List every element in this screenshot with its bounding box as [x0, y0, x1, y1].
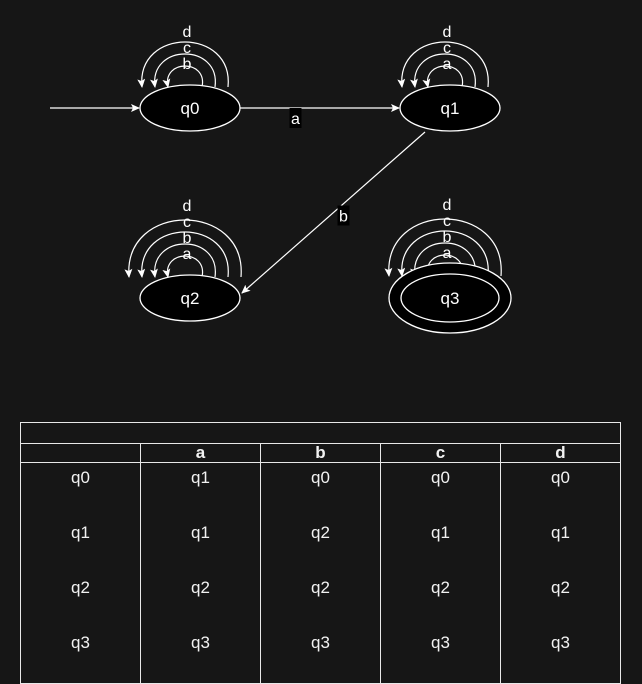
- self-loop-label: b: [183, 230, 192, 247]
- state-label: q3: [441, 289, 460, 308]
- self-loop-arrow: [384, 218, 502, 277]
- table-cell: q2: [380, 573, 501, 628]
- transition-table: a b c d q0 q1 q0 q0 q0 q1 q1 q2 q1 q1 q2…: [20, 422, 621, 684]
- state-node: [139, 274, 241, 322]
- table-row: q1 q1 q2 q1 q1: [20, 518, 621, 573]
- table-cell: q1: [500, 518, 621, 573]
- table-cell: q3: [20, 628, 141, 684]
- edges-layer: [50, 104, 426, 294]
- self-loop-arrow: [422, 65, 464, 88]
- state-q3: q3: [388, 262, 512, 334]
- self-loop-label: c: [183, 40, 191, 57]
- table-cell: q0: [260, 462, 381, 518]
- self-loop-label: c: [443, 40, 451, 57]
- table-cell: q0: [380, 462, 501, 518]
- table-title: [20, 422, 621, 444]
- self-loop-arrow: [124, 219, 242, 278]
- self-loop-arrow: [149, 243, 216, 278]
- self-loop-arrow: [397, 41, 489, 88]
- state-node: [139, 84, 241, 132]
- table-cell: q1: [140, 462, 261, 518]
- self-loop-label: a: [443, 245, 452, 262]
- table-cell: q2: [260, 518, 381, 573]
- table-cell: q2: [260, 573, 381, 628]
- state-q0: q0: [139, 84, 241, 132]
- table-cell: q1: [20, 518, 141, 573]
- self-loop-arrow: [409, 53, 476, 88]
- table-cell: q0: [20, 462, 141, 518]
- table-row: q0 q1 q0 q0 q0: [20, 462, 621, 518]
- self-loop-arrow: [137, 231, 229, 278]
- table-cell: q3: [260, 628, 381, 684]
- column-header-c: c: [380, 443, 501, 463]
- self-loop-arrow: [397, 230, 489, 277]
- table-header-row: a b c d: [20, 443, 621, 463]
- self-loop-label: d: [183, 24, 192, 41]
- edge-label-background: [337, 205, 350, 226]
- self-loop-label: c: [443, 213, 451, 230]
- state-label: q0: [181, 99, 200, 118]
- self-loop-label: b: [443, 229, 452, 246]
- self-loop-arrow: [137, 41, 229, 88]
- column-header-d: d: [500, 443, 621, 463]
- self-loop-arrow: [149, 53, 216, 88]
- state-node: [399, 84, 501, 132]
- edge-label: b: [339, 209, 348, 226]
- self-loop-label: c: [183, 214, 191, 231]
- table-cell: q3: [500, 628, 621, 684]
- self-loop-label: a: [183, 246, 192, 263]
- states-layer: q0 q1 q2 q3: [139, 84, 512, 334]
- edge-label: a: [291, 111, 300, 128]
- table-title-row: [20, 422, 621, 444]
- state-label: q1: [441, 99, 460, 118]
- table-cell: q2: [140, 573, 261, 628]
- self-loop-arrow: [162, 255, 204, 278]
- table-row: q3 q3 q3 q3 q3: [20, 628, 621, 684]
- table-cell: q1: [140, 518, 261, 573]
- state-label: q2: [181, 289, 200, 308]
- column-header: [20, 443, 141, 463]
- state-q1: q1: [399, 84, 501, 132]
- self-loop-label: d: [443, 197, 452, 214]
- self-loop-label: d: [183, 198, 192, 215]
- table-cell: q1: [380, 518, 501, 573]
- self-loop-label: d: [443, 24, 452, 41]
- self-loop-label: a: [443, 56, 452, 73]
- table-row: q2 q2 q2 q2 q2: [20, 573, 621, 628]
- table-cell: q3: [380, 628, 501, 684]
- self-loop-arrow: [409, 242, 476, 277]
- column-header-b: b: [260, 443, 381, 463]
- column-header-a: a: [140, 443, 261, 463]
- state-q2: q2: [139, 274, 241, 322]
- edge-label-background: [289, 108, 302, 128]
- table-cell: q0: [500, 462, 621, 518]
- transition-arrow: [241, 131, 426, 294]
- accepting-state-ring: [400, 273, 500, 323]
- self-loop-label: b: [183, 56, 192, 73]
- table-cell: q2: [20, 573, 141, 628]
- table-cell: q3: [140, 628, 261, 684]
- self-loop-arrow: [162, 65, 204, 88]
- table-cell: q2: [500, 573, 621, 628]
